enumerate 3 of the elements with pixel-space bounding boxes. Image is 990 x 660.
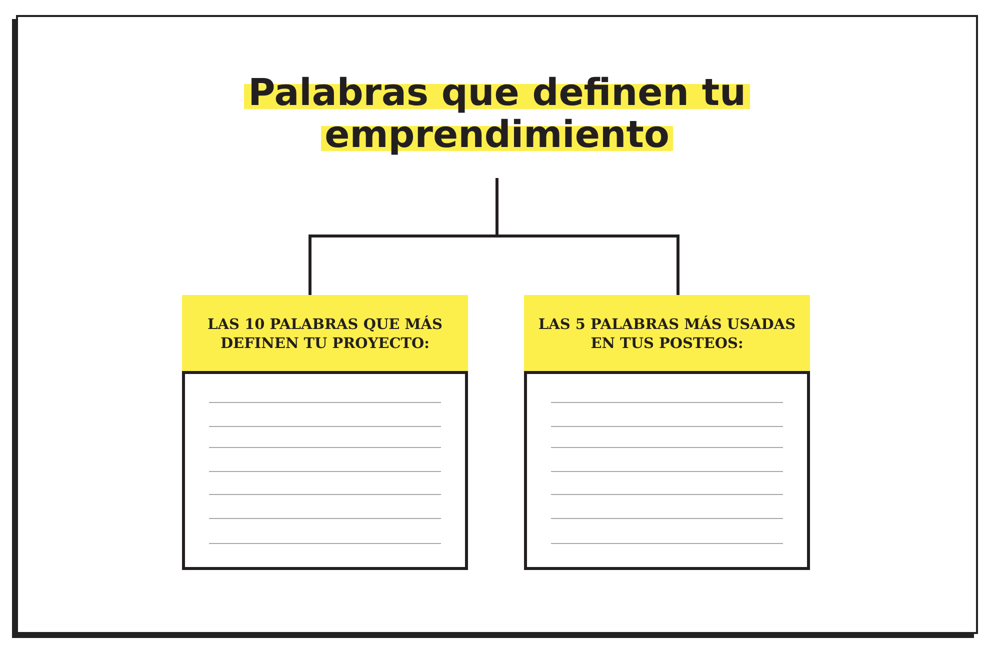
- connector-line: [496, 178, 680, 295]
- card-heading: LAS 5 PALABRAS MÁS USADAS EN TUS POSTEOS:: [537, 314, 797, 352]
- card-heading: LAS 10 PALABRAS QUE MÁS DEFINEN TU PROYECTO:: [206, 314, 444, 352]
